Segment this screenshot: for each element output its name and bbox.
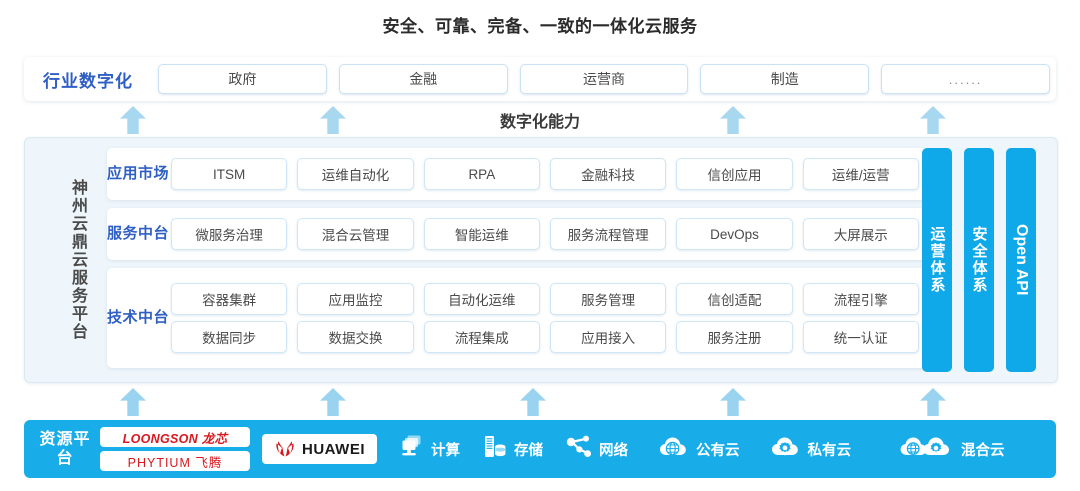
cell-ops-automation[interactable]: 运维自动化 bbox=[297, 158, 414, 190]
cell-microservice-governance[interactable]: 微服务治理 bbox=[171, 218, 288, 250]
cell-row: 微服务治理 混合云管理 智能运维 服务流程管理 DevOps 大屏展示 bbox=[171, 218, 919, 250]
resource-platform-band: 资源平台 LOONGSON 龙芯 PHYTIUM 飞腾 HUAWEI 计算 bbox=[24, 420, 1056, 478]
cell-row: 容器集群 应用监控 自动化运维 服务管理 信创适配 流程引擎 bbox=[171, 283, 919, 315]
industry-item-finance[interactable]: 金融 bbox=[338, 64, 508, 94]
layer-app-market: 应用市场 ITSM 运维自动化 RPA 金融科技 信创应用 运维/运营 bbox=[107, 148, 927, 200]
cell-unified-auth[interactable]: 统一认证 bbox=[802, 321, 919, 353]
platform-vertical-title: 神州云鼎云服务平台 bbox=[69, 179, 86, 341]
resource-item-public-cloud[interactable]: 公有云 bbox=[658, 434, 740, 464]
cell-data-exchange[interactable]: 数据交换 bbox=[297, 321, 414, 353]
industry-item-more[interactable]: ...... bbox=[881, 64, 1050, 94]
private-cloud-icon bbox=[770, 434, 802, 464]
layer-cells-tech-middle: 容器集群 应用监控 自动化运维 服务管理 信创适配 流程引擎 数据同步 数据交换… bbox=[169, 283, 927, 353]
huawei-wordmark: HUAWEI bbox=[302, 440, 365, 458]
resource-arrow-up-2 bbox=[320, 388, 346, 416]
layer-service-middle-platform: 服务中台 微服务治理 混合云管理 智能运维 服务流程管理 DevOps 大屏展示 bbox=[107, 208, 927, 260]
layer-label-service-middle: 服务中台 bbox=[107, 225, 170, 243]
page-title: 安全、可靠、完备、一致的一体化云服务 bbox=[382, 17, 698, 36]
resource-item-storage[interactable]: 存储 bbox=[482, 434, 543, 464]
resource-item-label: 私有云 bbox=[807, 442, 852, 459]
layer-tech-middle-platform: 技术中台 容器集群 应用监控 自动化运维 服务管理 信创适配 流程引擎 数据同步… bbox=[107, 268, 927, 368]
layer-label-tech-middle: 技术中台 bbox=[107, 309, 170, 327]
resource-arrow-up-1 bbox=[120, 388, 146, 416]
cell-intelligent-ops[interactable]: 智能运维 bbox=[423, 218, 540, 250]
cell-app-monitoring[interactable]: 应用监控 bbox=[297, 283, 414, 315]
cell-process-integration[interactable]: 流程集成 bbox=[423, 321, 540, 353]
resource-item-compute[interactable]: 计算 bbox=[399, 434, 460, 464]
hybrid-cloud-icon bbox=[899, 434, 955, 464]
cpu-vendor-chip-stack: LOONGSON 龙芯 PHYTIUM 飞腾 bbox=[100, 427, 250, 471]
resource-arrow-up-4 bbox=[720, 388, 746, 416]
compute-icon bbox=[399, 434, 425, 464]
resource-item-label: 网络 bbox=[599, 442, 628, 459]
phytium-logo: PHYTIUM 飞腾 bbox=[100, 451, 250, 471]
industry-item-operator[interactable]: 运营商 bbox=[519, 64, 689, 94]
huawei-logo: HUAWEI bbox=[262, 434, 377, 464]
cell-row: ITSM 运维自动化 RPA 金融科技 信创应用 运维/运营 bbox=[171, 158, 919, 190]
loongson-logo: LOONGSON 龙芯 bbox=[100, 427, 250, 447]
industry-digitalization-band: 行业数字化 政府 金融 运营商 制造 ...... bbox=[24, 57, 1056, 101]
resource-item-label: 公有云 bbox=[696, 442, 740, 459]
resource-platform-label: 资源平台 bbox=[39, 430, 91, 467]
resource-item-private-cloud[interactable]: 私有云 bbox=[770, 434, 852, 464]
cell-ops-operations[interactable]: 运维/运营 bbox=[802, 158, 919, 190]
resource-item-hybrid-cloud[interactable]: 混合云 bbox=[899, 434, 1005, 464]
cell-service-registry[interactable]: 服务注册 bbox=[676, 321, 793, 353]
layer-label-app-market: 应用市场 bbox=[107, 165, 170, 183]
layer-cells-app-market: ITSM 运维自动化 RPA 金融科技 信创应用 运维/运营 bbox=[169, 158, 927, 190]
pillar-operations-system[interactable]: 运营体系 bbox=[922, 148, 952, 372]
resource-item-label: 存储 bbox=[514, 442, 543, 459]
resource-arrow-up-5 bbox=[920, 388, 946, 416]
cell-app-access[interactable]: 应用接入 bbox=[549, 321, 667, 353]
cell-service-process-mgmt[interactable]: 服务流程管理 bbox=[549, 218, 667, 250]
public-cloud-icon bbox=[658, 434, 690, 464]
industry-band-label: 行业数字化 bbox=[43, 71, 133, 91]
storage-icon bbox=[482, 434, 508, 464]
huawei-petal-icon bbox=[274, 440, 296, 458]
industry-item-government[interactable]: 政府 bbox=[158, 64, 327, 94]
cell-container-cluster[interactable]: 容器集群 bbox=[171, 283, 288, 315]
cell-process-engine[interactable]: 流程引擎 bbox=[802, 283, 919, 315]
cell-xinchuang-app[interactable]: 信创应用 bbox=[676, 158, 793, 190]
cell-service-mgmt[interactable]: 服务管理 bbox=[549, 283, 667, 315]
network-icon bbox=[565, 434, 593, 464]
pillar-open-api[interactable]: Open API bbox=[1006, 148, 1036, 372]
cell-xinchuang-adaptation[interactable]: 信创适配 bbox=[676, 283, 793, 315]
cell-fintech[interactable]: 金融科技 bbox=[549, 158, 667, 190]
cell-rpa[interactable]: RPA bbox=[423, 158, 540, 190]
resource-item-label: 计算 bbox=[431, 442, 460, 459]
cell-row: 数据同步 数据交换 流程集成 应用接入 服务注册 统一认证 bbox=[171, 321, 919, 353]
resource-arrow-up-3 bbox=[520, 388, 546, 416]
cell-hybrid-cloud-mgmt[interactable]: 混合云管理 bbox=[297, 218, 414, 250]
layer-cells-service-middle: 微服务治理 混合云管理 智能运维 服务流程管理 DevOps 大屏展示 bbox=[169, 218, 927, 250]
cloud-service-platform-panel: 神州云鼎云服务平台 应用市场 ITSM 运维自动化 RPA 金融科技 信创应用 … bbox=[24, 137, 1058, 383]
digital-capability-label: 数字化能力 bbox=[499, 114, 580, 131]
cell-devops[interactable]: DevOps bbox=[676, 218, 793, 250]
resource-item-label: 混合云 bbox=[961, 442, 1005, 459]
cell-large-screen-display[interactable]: 大屏展示 bbox=[802, 218, 919, 250]
cell-data-sync[interactable]: 数据同步 bbox=[171, 321, 288, 353]
cell-automated-ops[interactable]: 自动化运维 bbox=[423, 283, 540, 315]
cell-itsm[interactable]: ITSM bbox=[171, 158, 288, 190]
resource-item-network[interactable]: 网络 bbox=[565, 434, 628, 464]
pillar-security-system[interactable]: 安全体系 bbox=[964, 148, 994, 372]
industry-item-manufacturing[interactable]: 制造 bbox=[700, 64, 870, 94]
